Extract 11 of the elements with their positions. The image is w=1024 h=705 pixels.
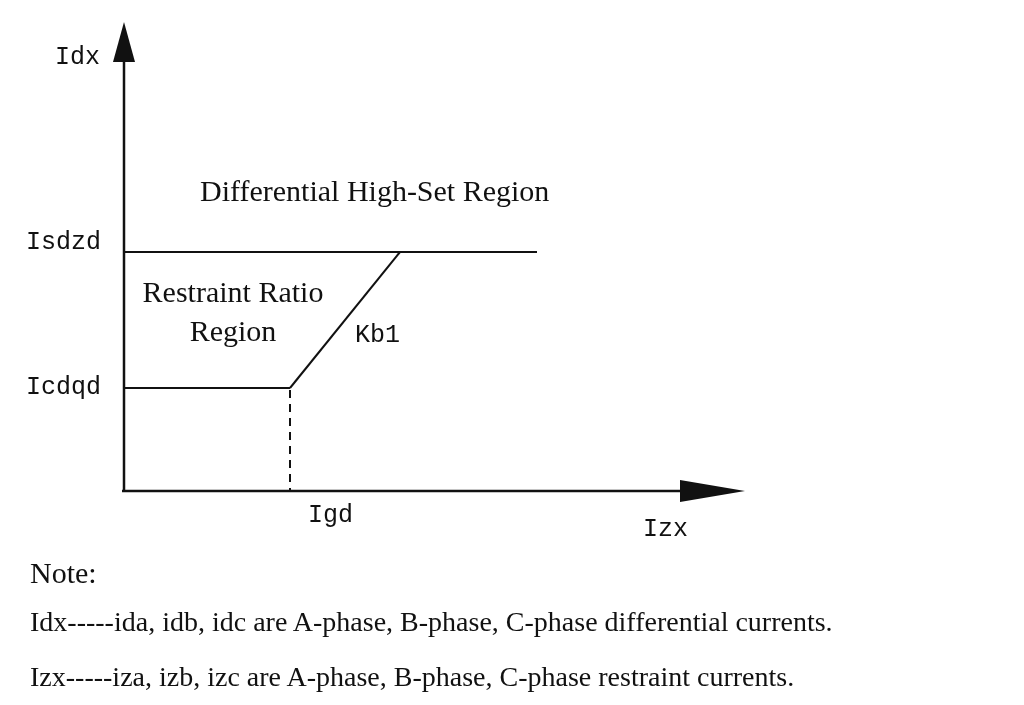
note-text: Idx-----ida, idb, idc are A-phase, B-phase, C-phase differential currents. bbox=[30, 607, 833, 638]
note-text: Izx-----iza, izb, izc are A-phase, B-phase, C-phase restraint currents. bbox=[30, 662, 795, 693]
slope-label: Kb1 bbox=[355, 322, 400, 350]
region-label: Differential High-Set Region bbox=[200, 174, 550, 207]
axis-tick-label: Isdzd bbox=[26, 229, 101, 257]
axis-tick-label: Icdqd bbox=[26, 374, 101, 402]
axis-label: Idx bbox=[55, 44, 100, 72]
axis-label: Izx bbox=[643, 516, 688, 544]
axis-tick-label: Igd bbox=[308, 502, 353, 530]
note-heading: Note: bbox=[30, 556, 97, 589]
region-label: Restraint Ratio Region bbox=[141, 274, 325, 349]
